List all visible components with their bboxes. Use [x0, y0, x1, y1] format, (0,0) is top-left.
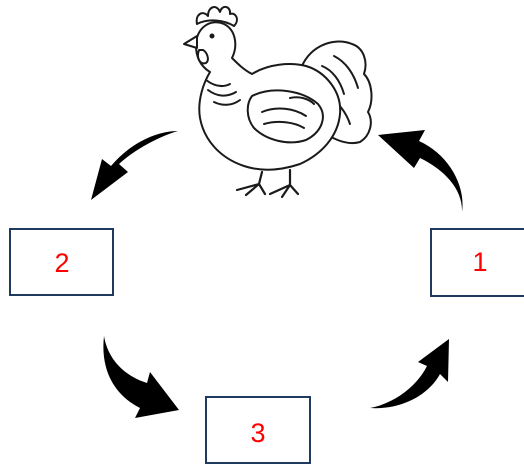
arrow-2-to-3-icon	[103, 336, 179, 418]
chicken-legs	[235, 168, 300, 199]
chicken-wing	[246, 89, 324, 144]
stage-box-3: 3	[205, 396, 311, 464]
arrow-chicken-to-2-icon	[91, 131, 178, 200]
stage-box-3-label: 3	[250, 418, 265, 448]
chicken-eye	[209, 33, 215, 39]
stage-box-2-label: 2	[54, 248, 69, 278]
arrow-3-to-1-icon	[370, 339, 449, 409]
stage-box-2: 2	[9, 228, 114, 296]
arrow-1-to-chicken-icon	[378, 130, 463, 212]
chicken-illustration	[183, 6, 373, 199]
chicken-beak	[183, 35, 198, 49]
chicken-comb	[195, 6, 238, 27]
chicken-wattle	[196, 49, 209, 65]
stage-box-1-label: 1	[472, 247, 487, 277]
cycle-arrows	[91, 130, 463, 418]
stage-box-1: 1	[430, 228, 524, 297]
